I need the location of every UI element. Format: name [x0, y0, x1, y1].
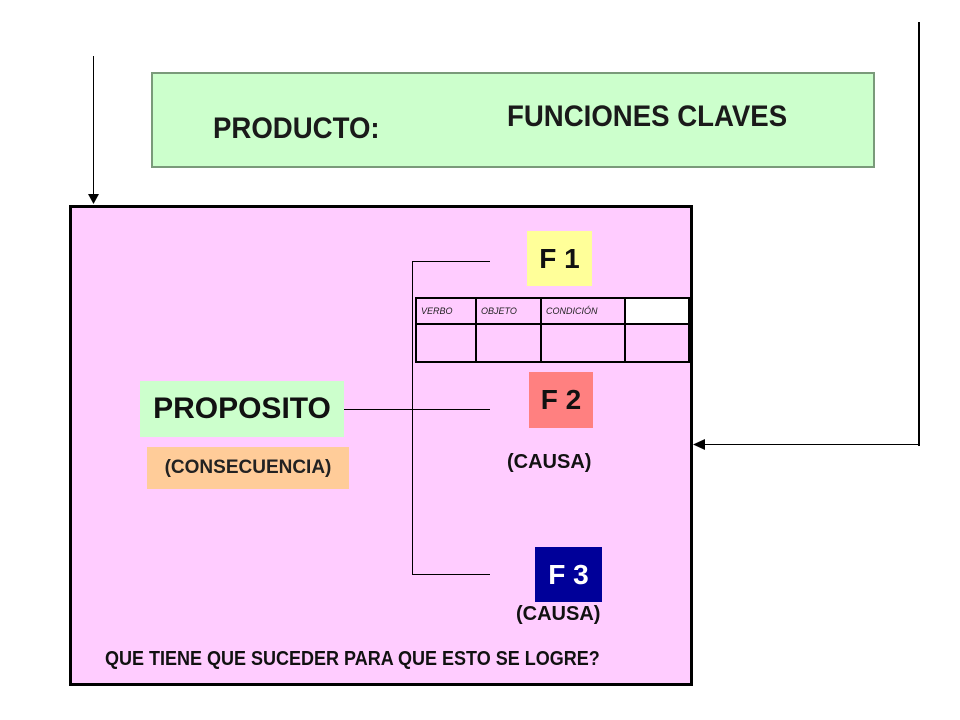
consequence-box: (CONSECUENCIA) [147, 447, 349, 489]
table-header-verbo: VERBO [415, 297, 477, 325]
bracket-bottom-branch [412, 574, 490, 575]
function-f1-box: F 1 [527, 231, 592, 286]
table-cell [475, 323, 542, 363]
purpose-box: PROPOSITO [140, 381, 344, 437]
left-input-arrowhead [88, 194, 99, 204]
function-f2-box: F 2 [529, 372, 593, 428]
table-row [415, 323, 690, 363]
table-cell [624, 323, 690, 363]
right-return-line-horizontal [704, 444, 920, 445]
bracket-middle-branch [343, 409, 490, 410]
table-header-condicion: CONDICIÓN [540, 297, 626, 325]
bracket-top-branch [412, 261, 490, 262]
function-f3-cause-label: (CAUSA) [516, 603, 601, 625]
function-f3-box: F 3 [535, 547, 602, 602]
right-return-arrowhead [693, 439, 705, 450]
table-header-blank [624, 297, 690, 325]
right-return-line-vertical [918, 22, 920, 446]
function-f2-cause-label: (CAUSA) [507, 451, 592, 473]
table-header-row: VERBO OBJETO CONDICIÓN [415, 297, 690, 325]
product-value: FUNCIONES CLAVES [507, 100, 788, 133]
table-cell [540, 323, 626, 363]
header-banner [151, 72, 875, 168]
guiding-question: QUE TIENE QUE SUCEDER PARA QUE ESTO SE L… [105, 648, 600, 670]
bracket-vertical [412, 261, 413, 575]
table-header-objeto: OBJETO [475, 297, 542, 325]
function-definition-table: VERBO OBJETO CONDICIÓN [415, 297, 690, 363]
left-input-line [93, 56, 94, 198]
table-cell [415, 323, 477, 363]
product-label: PRODUCTO: [213, 112, 380, 145]
